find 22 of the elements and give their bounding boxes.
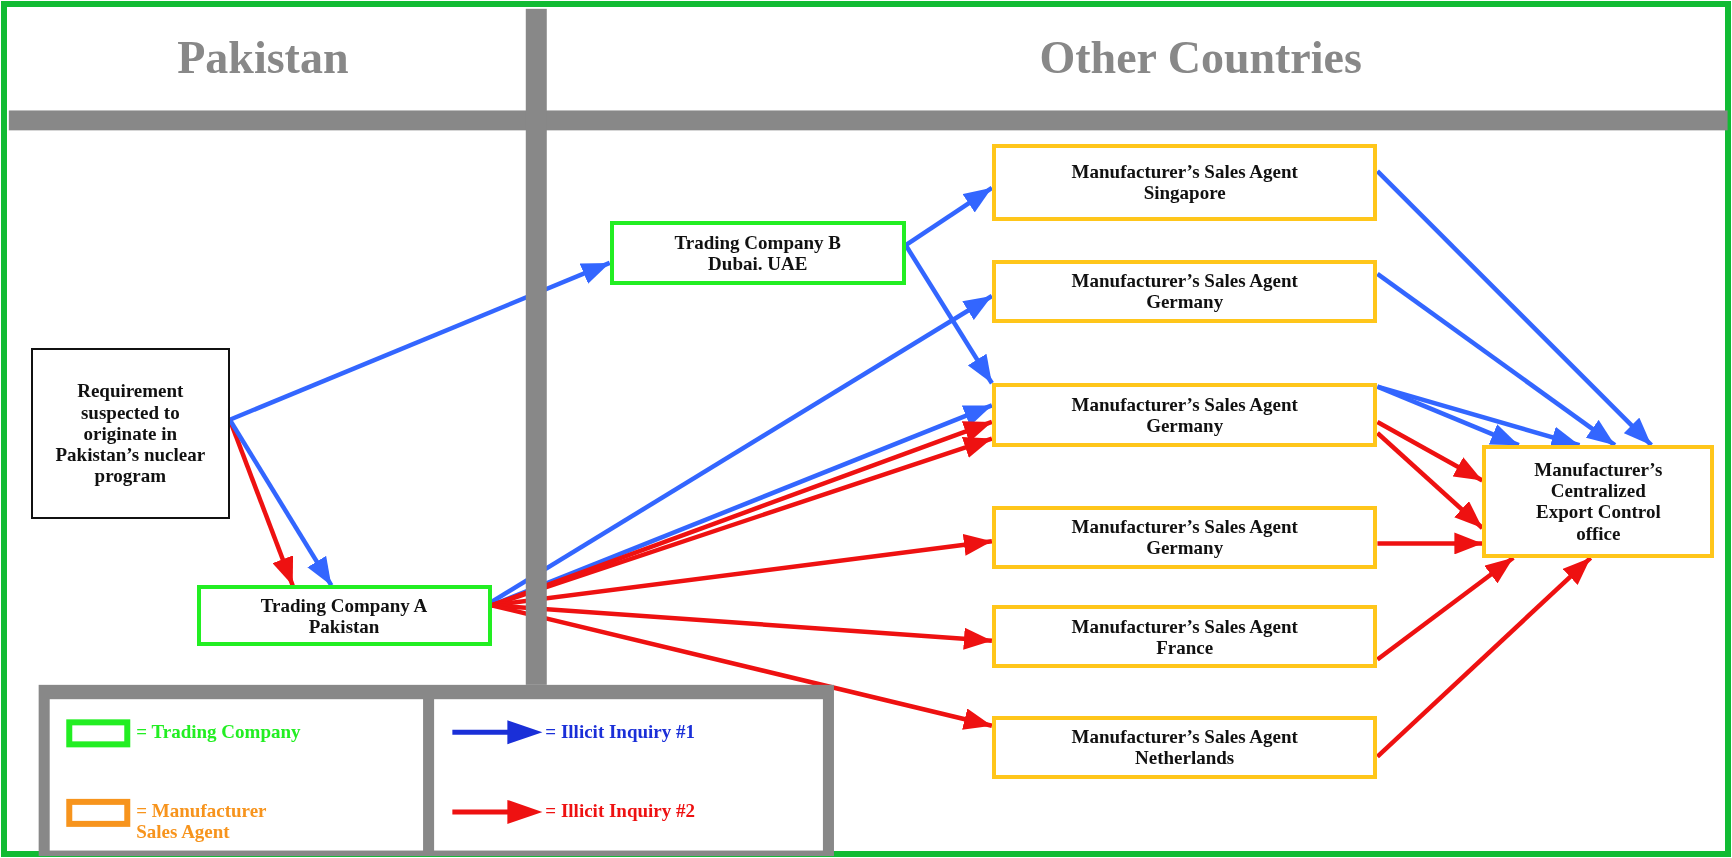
legend-label: = Manufacturer Sales Agent [136, 800, 268, 843]
arrow [1376, 384, 1581, 448]
sales-agent-box: Manufacturer’s Sales Agent Singapore [991, 143, 1378, 221]
trading-company-box: Trading Company B Dubai. UAE [609, 220, 906, 285]
legend-label: = Illicit Inquiry #1 [545, 721, 695, 743]
requirement-box: Requirement suspected to originate in Pakistan’s nuclear program [30, 347, 230, 520]
arrow [1376, 272, 1617, 447]
arrow [228, 260, 611, 422]
export-control-box: Manufacturer’s Centralized Export Control office [1482, 445, 1715, 558]
column-heading: Other Countries [1039, 30, 1362, 84]
legend-label: = Illicit Inquiry #2 [545, 801, 695, 823]
sales-agent-box: Manufacturer’s Sales Agent Germany [991, 505, 1378, 569]
sales-agent-box: Manufacturer’s Sales Agent Netherlands [991, 715, 1378, 779]
arrow [1376, 420, 1484, 483]
column-heading: Pakistan [177, 30, 349, 84]
arrow [1377, 532, 1483, 555]
trading-company-box: Trading Company A Pakistan [196, 585, 492, 647]
arrow [1376, 556, 1515, 662]
sales-agent-box: Manufacturer’s Sales Agent France [991, 605, 1378, 669]
legend-label: = Trading Company [136, 721, 301, 743]
sales-agent-box: Manufacturer’s Sales Agent Germany [991, 383, 1378, 448]
sales-agent-box: Manufacturer’s Sales Agent Germany [991, 259, 1378, 323]
